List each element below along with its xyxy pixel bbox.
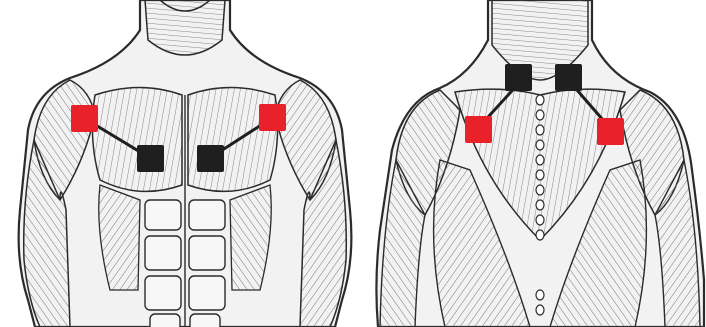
front-left-red-electrode (71, 105, 98, 132)
front-right-black-electrode (197, 145, 224, 172)
front-neck (145, 0, 225, 55)
front-right-red-electrode (259, 104, 286, 131)
back-right-black-electrode (555, 64, 582, 91)
back-left-red-electrode (465, 116, 492, 143)
back-torso-figure (376, 0, 704, 327)
back-right-red-electrode (597, 118, 624, 145)
front-left-black-electrode (137, 145, 164, 172)
front-torso-figure (19, 0, 352, 327)
back-left-black-electrode (505, 64, 532, 91)
front-left-pectoral (92, 88, 182, 192)
front-right-pectoral (188, 88, 278, 192)
